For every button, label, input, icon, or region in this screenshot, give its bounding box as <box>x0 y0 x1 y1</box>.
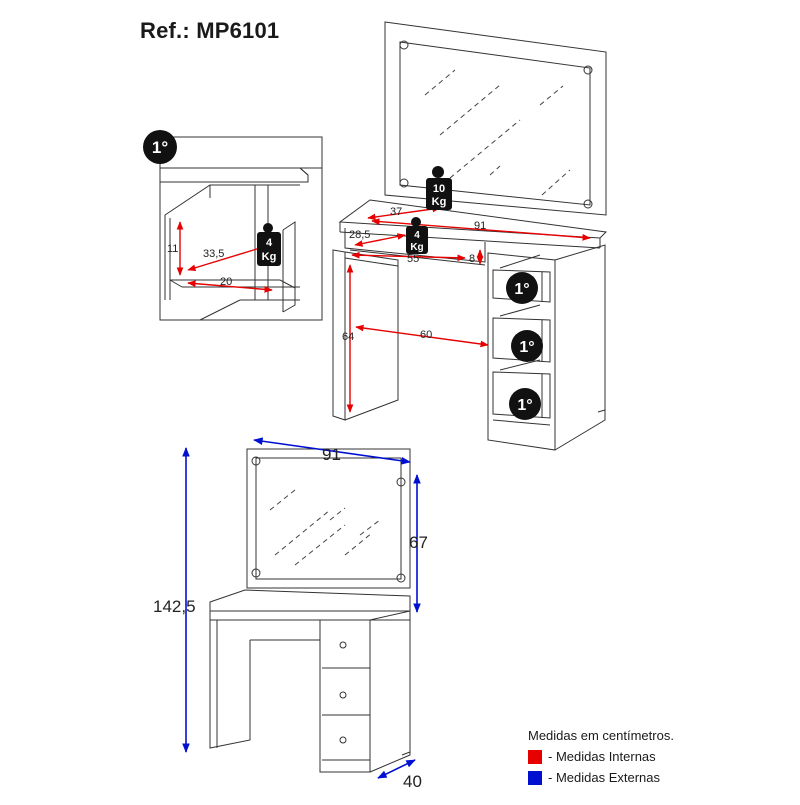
front-view <box>209 448 411 773</box>
drawer-3-badge-label: 1° <box>517 397 532 414</box>
detail-frame <box>159 136 323 321</box>
detail-depth-label: 33,5 <box>203 248 224 260</box>
detail-weight-number: 4 <box>266 237 273 249</box>
dim-28-5-label: 28,5 <box>349 229 370 241</box>
mirror-weight-icon <box>426 166 452 210</box>
shelf-detail <box>159 136 323 321</box>
drawer-weight-number: 4 <box>414 230 420 241</box>
front-width-label: 91 <box>322 445 341 464</box>
legend-external-label: - Medidas Externas <box>548 770 660 785</box>
drawer-2-badge-label: 1° <box>519 339 534 356</box>
dim-55-label: 55 <box>407 253 419 265</box>
legend-title: Medidas em centímetros. <box>528 728 674 743</box>
detail-step-badge <box>143 130 177 164</box>
depth-label: 40 <box>403 772 422 791</box>
detail-step-label: 1° <box>152 138 168 157</box>
drawer-weight-unit: Kg <box>410 242 423 253</box>
detail-height-label: 11 <box>167 243 178 255</box>
detail-width-label: 20 <box>220 276 232 288</box>
legend-internal-swatch <box>528 749 542 764</box>
drawer-3-badge <box>509 388 541 420</box>
drawer-2-badge <box>511 330 543 362</box>
drawer-1-badge <box>506 272 538 304</box>
mirror-height-label: 67 <box>409 533 428 552</box>
total-height-label: 142,5 <box>153 597 196 616</box>
dim-8-label: 8 <box>469 253 475 265</box>
legend-internal-label: - Medidas Internas <box>548 749 656 764</box>
front-dimensions <box>182 437 421 779</box>
drawer-1-badge-label: 1° <box>514 281 529 298</box>
legend-external-row: - Medidas Externas <box>528 770 674 785</box>
legend-internal-row: - Medidas Internas <box>528 749 674 764</box>
detail-dimensions <box>176 221 273 293</box>
mirror-weight-unit: Kg <box>432 196 447 208</box>
legend-external-swatch <box>528 770 542 785</box>
dim-60-label: 60 <box>420 329 432 341</box>
drawer-weight-icon <box>406 217 428 254</box>
upper-dimensions <box>346 205 591 413</box>
detail-weight-icon <box>257 223 281 266</box>
dim-37-label: 37 <box>390 206 402 218</box>
dim-91-label: 91 <box>474 220 486 232</box>
legend: Medidas em centímetros. - Medidas Intern… <box>528 728 674 785</box>
reference-title: Ref.: MP6101 <box>140 18 280 43</box>
dim-64-label: 64 <box>342 331 354 343</box>
detail-weight-unit: Kg <box>262 251 277 263</box>
mirror-weight-number: 10 <box>433 183 445 195</box>
